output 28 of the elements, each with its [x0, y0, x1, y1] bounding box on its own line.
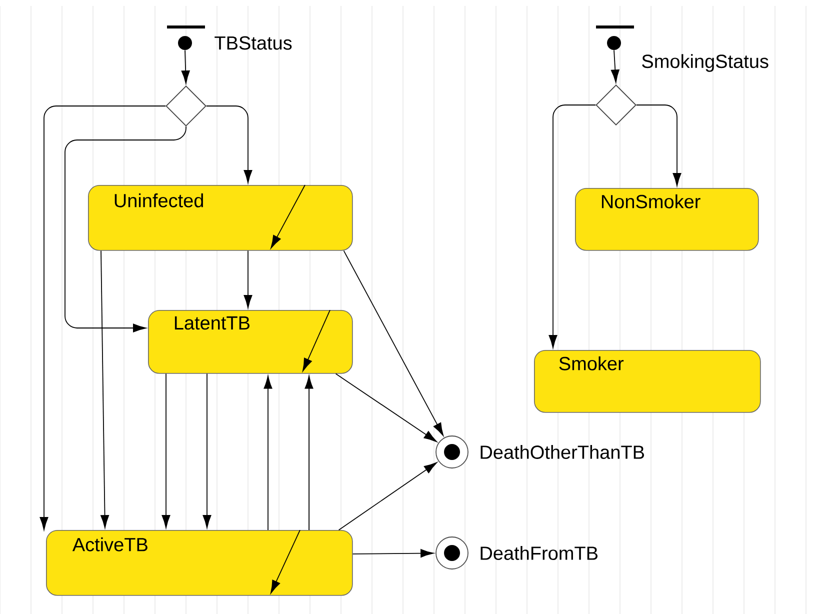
transition-arrow: [206, 106, 252, 184]
state-box: Smoker: [534, 350, 761, 413]
transition-arrow: [636, 104, 682, 186]
state-name: SmokingStatus: [642, 54, 768, 72]
state-name: DeathOtherThanTB: [480, 445, 644, 459]
transition-arrow: [181, 50, 190, 84]
decision-diamond: [596, 84, 636, 126]
transition-arrow: [610, 50, 620, 83]
decision-diamond: [166, 86, 206, 126]
transition-arrow: [548, 104, 596, 348]
transition-arrow: [335, 373, 437, 442]
transition-arrow: [304, 376, 314, 530]
transition-arrow: [338, 462, 438, 530]
transition-arrow: [352, 549, 434, 558]
state-name: TBStatus: [214, 36, 292, 50]
state-box: NonSmoker: [575, 188, 759, 251]
state-box: Uninfected: [88, 185, 353, 251]
transition-arrow: [40, 106, 166, 530]
transition-arrow: [162, 373, 170, 528]
transition-arrow: [64, 126, 186, 332]
transition-arrow: [343, 250, 444, 436]
transition-arrow: [264, 376, 272, 530]
transition-arrow: [244, 250, 252, 308]
state-name: DeathFromTB: [480, 546, 598, 560]
state-box: ActiveTB: [46, 530, 353, 596]
state-box: LatentTB: [148, 310, 353, 374]
transition-arrow: [202, 373, 212, 528]
transition-arrow: [100, 250, 110, 528]
